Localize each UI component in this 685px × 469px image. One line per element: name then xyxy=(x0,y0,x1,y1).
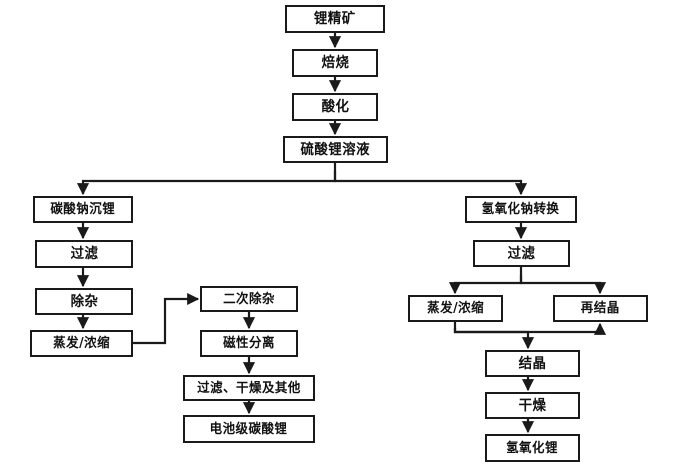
node-label: 除杂 xyxy=(70,293,98,310)
node-recrystallization[interactable]: 再结晶 xyxy=(553,295,648,322)
node-label: 结晶 xyxy=(518,355,547,372)
node-label: 氢氧化钠转换 xyxy=(482,202,560,217)
node-lithium-concentrate[interactable]: 锂精矿 xyxy=(285,5,385,33)
node-label: 蒸发/浓缩 xyxy=(427,301,484,316)
edge-zhengfa2-to-jiejing xyxy=(453,322,535,350)
edge-guolv2-to-zaijiejing xyxy=(519,275,607,295)
node-lithium-sulfate-solution[interactable]: 硫酸锂溶液 xyxy=(283,136,388,163)
node-label: 硫酸锂溶液 xyxy=(300,141,371,158)
node-secondary-impurity-removal[interactable]: 二次除杂 xyxy=(200,286,298,312)
node-label: 二次除杂 xyxy=(223,291,275,307)
node-magnetic-separation[interactable]: 磁性分离 xyxy=(200,330,298,357)
node-sodium-carbonate-precipitation[interactable]: 碳酸钠沉锂 xyxy=(33,196,133,223)
node-label: 碳酸钠沉锂 xyxy=(50,202,116,217)
node-label: 过滤 xyxy=(70,246,98,262)
node-impurity-removal[interactable]: 除杂 xyxy=(35,288,133,315)
node-label: 酸化 xyxy=(321,99,349,115)
node-roasting[interactable]: 焙烧 xyxy=(292,49,378,77)
node-label: 干燥 xyxy=(518,397,547,414)
node-evaporation-concentration-right[interactable]: 蒸发/浓缩 xyxy=(408,295,503,322)
node-acidification[interactable]: 酸化 xyxy=(292,93,378,121)
node-label: 氢氧化锂 xyxy=(506,440,559,456)
node-label: 锂精矿 xyxy=(314,11,356,27)
node-label: 磁性分离 xyxy=(223,336,275,351)
edge-zhengfa2-to-zaijiejing-up xyxy=(453,322,607,335)
edge-guolv2-to-zhengfa2 xyxy=(448,267,523,295)
node-label: 焙烧 xyxy=(321,55,349,71)
node-label: 再结晶 xyxy=(581,301,620,316)
edge-zhengfa-to-erciChuza xyxy=(133,292,200,345)
node-label: 过滤、干燥及其他 xyxy=(197,380,301,396)
node-battery-grade-lithium-carbonate[interactable]: 电池级碳酸锂 xyxy=(183,415,315,443)
node-filtration-right[interactable]: 过滤 xyxy=(473,240,570,267)
node-label: 蒸发/浓缩 xyxy=(53,336,110,351)
node-lithium-hydroxide[interactable]: 氢氧化锂 xyxy=(485,434,580,462)
node-drying[interactable]: 干燥 xyxy=(485,392,580,419)
node-label: 过滤 xyxy=(507,245,536,262)
node-filtration-drying-other[interactable]: 过滤、干燥及其他 xyxy=(183,375,315,401)
edge-liusuanli-to-tansuanna xyxy=(76,163,337,196)
node-evaporation-concentration-left[interactable]: 蒸发/浓缩 xyxy=(30,330,133,357)
node-label: 电池级碳酸锂 xyxy=(210,421,288,437)
node-crystallization[interactable]: 结晶 xyxy=(485,350,580,377)
node-sodium-hydroxide-conversion[interactable]: 氢氧化钠转换 xyxy=(465,196,577,223)
edge-liusuanli-to-qingyanghuana xyxy=(333,171,528,196)
node-filtration-left[interactable]: 过滤 xyxy=(35,240,133,268)
